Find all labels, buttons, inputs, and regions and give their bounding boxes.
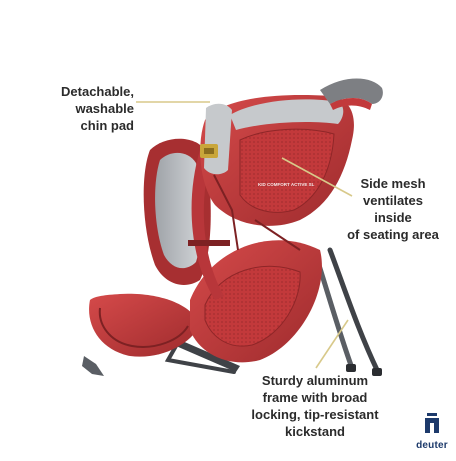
frame-callout: Sturdy aluminum frame with broad locking… xyxy=(250,372,380,440)
side-straps xyxy=(213,174,301,251)
deuter-logo-icon xyxy=(425,413,439,433)
brand-wordmark: deuter xyxy=(416,440,448,451)
chin-pad-callout-line: washable xyxy=(75,101,134,116)
frame-callout-line: kickstand xyxy=(285,424,345,439)
frame-base xyxy=(164,340,240,374)
seat-body: KID COMFORT ACTIVE SL xyxy=(200,95,354,226)
chin-pad-callout-line: Detachable, xyxy=(61,84,134,99)
storage-compartment xyxy=(190,240,322,363)
side-mesh-callout-line: Side mesh xyxy=(360,176,426,191)
frame-leader xyxy=(315,319,349,369)
side-mesh-callout-line: ventilates inside xyxy=(363,193,423,225)
shoulder-strap xyxy=(188,150,230,300)
chin-pad-callout: Detachable, washable chin pad xyxy=(38,83,134,134)
canopy-frame xyxy=(320,78,383,110)
callout-leaders xyxy=(136,101,353,369)
side-mesh-callout: Side mesh ventilates inside of seating a… xyxy=(344,175,442,243)
chin-pad-callout-line: chin pad xyxy=(80,118,134,133)
product-print: KID COMFORT ACTIVE SL xyxy=(258,182,315,187)
frame-callout-line: Sturdy aluminum xyxy=(261,373,369,388)
chin-pad xyxy=(200,103,232,175)
side-mesh-callout-line: of seating area xyxy=(347,227,439,242)
side-mesh-leader xyxy=(281,157,353,197)
kickstand xyxy=(315,247,382,376)
frame-callout-line: locking, tip-resistant xyxy=(251,407,379,422)
back-panel xyxy=(143,138,211,285)
hip-belt xyxy=(82,293,200,376)
frame-callout-line: frame with broad xyxy=(262,390,368,405)
brand-logo: deuter xyxy=(412,412,452,451)
